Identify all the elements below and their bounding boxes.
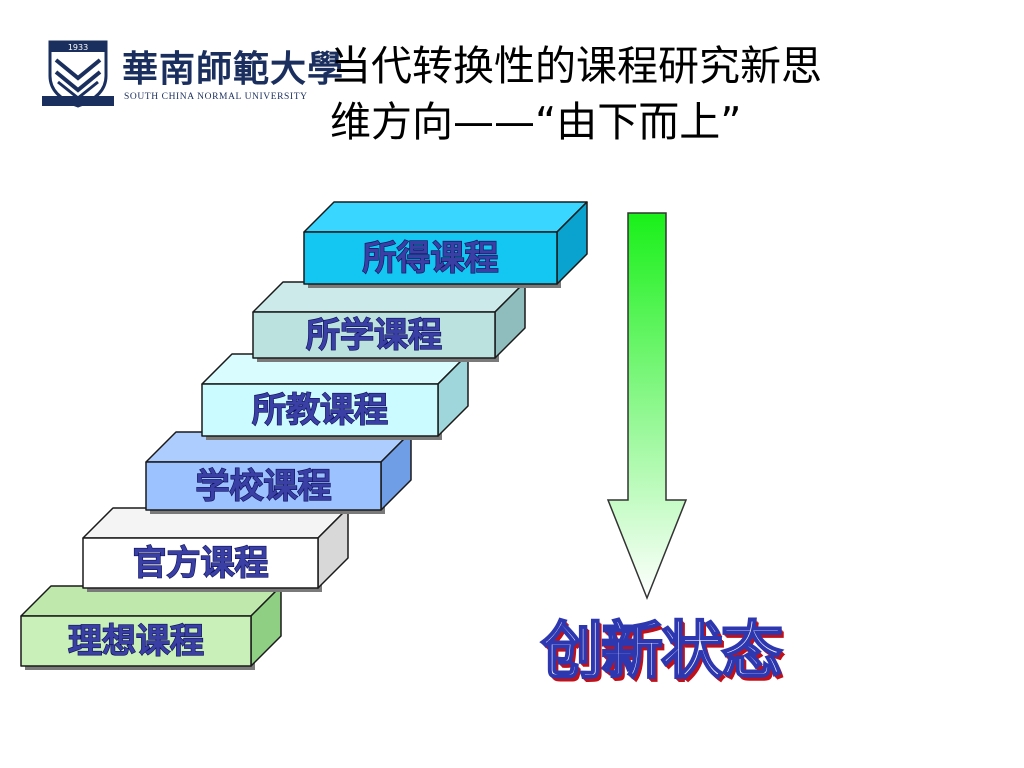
- step-front-face: [201, 383, 439, 437]
- step-ideal: 理想课程: [20, 585, 282, 670]
- step-label: 理想课程: [68, 622, 204, 662]
- step-learned: 所学课程: [252, 281, 526, 362]
- university-logo: 1933 華南師範大學 SOUTH CHINA NORMAL UNIVERSIT…: [40, 34, 343, 110]
- down-arrow-icon: [606, 212, 688, 601]
- step-taught: 所教课程: [201, 353, 469, 440]
- title-line-1: 当代转换性的课程研究新思: [330, 42, 822, 90]
- step-front-face: [252, 311, 496, 359]
- innovation-state-label: 创新状态: [540, 613, 784, 688]
- step-front-face: [20, 615, 252, 667]
- step-top-face: [303, 201, 588, 233]
- step-official: 官方课程: [82, 507, 349, 592]
- step-label: 学校课程: [196, 467, 332, 507]
- logo-year: 1933: [68, 43, 88, 52]
- step-attained: 所得课程: [303, 201, 588, 288]
- logo-chinese-name: 華南師範大學: [122, 48, 345, 90]
- step-label: 官方课程: [133, 544, 269, 584]
- seal-emblem-icon: 1933: [42, 40, 114, 108]
- title-line-2: 维方向——“由下而上”: [330, 98, 742, 146]
- step-label: 所教课程: [252, 391, 388, 431]
- step-front-face: [82, 537, 319, 589]
- step-front-face: [145, 461, 382, 511]
- step-label: 所学课程: [306, 316, 442, 356]
- step-school: 学校课程: [145, 431, 412, 514]
- logo-english-name: SOUTH CHINA NORMAL UNIVERSITY: [124, 92, 308, 102]
- step-front-face: [303, 231, 558, 285]
- page-title: 当代转换性的课程研究新思 维方向——“由下而上”: [330, 38, 1010, 150]
- step-label: 所得课程: [363, 239, 499, 279]
